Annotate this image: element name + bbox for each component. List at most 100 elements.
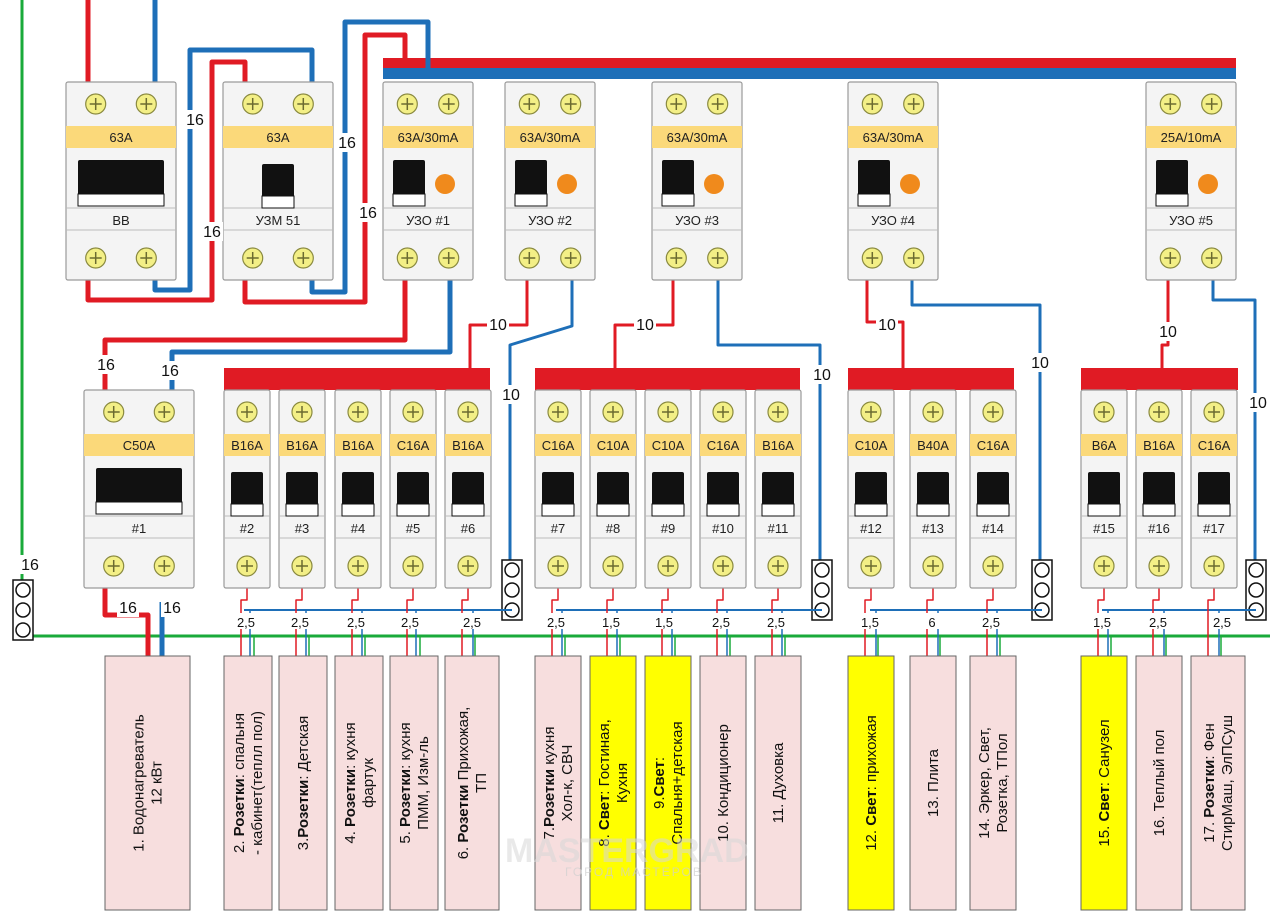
cross-section-label: 6 — [928, 615, 935, 630]
load-label-part: 3. — [295, 838, 312, 851]
load-label-line: - кабинет(теплл пол) — [249, 711, 266, 855]
load-label-part: 4. — [342, 827, 359, 844]
phase-wire-uzm-bus — [242, 32, 408, 305]
neutral-drop — [611, 609, 618, 660]
cross-section-label: 2,5 — [463, 615, 481, 630]
terminal-hole — [1034, 582, 1050, 598]
wire-label-bg — [201, 222, 223, 241]
cross-section-label: 2,5 — [1149, 615, 1167, 630]
wire-label-bg — [487, 315, 509, 334]
terminal-screw — [402, 401, 424, 423]
toggle-base — [541, 503, 575, 517]
cross-section-bg — [460, 613, 484, 629]
wire-label-bg — [500, 385, 522, 404]
terminal-screw — [712, 555, 734, 577]
toggle-base — [451, 503, 485, 517]
load-label-line: 17. Розетки: Фен — [1201, 723, 1218, 842]
terminal-screw — [457, 555, 479, 577]
load-label-line: 15. Свет: Санузел — [1096, 719, 1113, 846]
load-16: 16. Теплый пол — [1135, 655, 1183, 911]
neutral-drop — [244, 609, 251, 660]
breaker-13: B40A #13 — [909, 389, 957, 589]
load-label: 16. Теплый пол — [1151, 730, 1168, 837]
terminal-screw — [347, 555, 369, 577]
rating-label: C10A — [652, 438, 685, 453]
rating-label: C16A — [397, 438, 430, 453]
load-box — [644, 655, 692, 911]
neutral-wire-rcd5 — [1211, 280, 1257, 560]
load-label-part: : Санузел — [1096, 719, 1113, 786]
load-label-bold: Розетки — [455, 785, 472, 843]
load-box — [223, 655, 273, 911]
terminal-screw — [560, 93, 582, 115]
wire-gauge-16: 16 — [97, 357, 115, 374]
rating-band — [66, 126, 176, 148]
rating-label: C16A — [1198, 438, 1231, 453]
terminal-hole — [15, 582, 31, 598]
phase-drop — [551, 588, 559, 660]
rating-band — [84, 434, 194, 456]
neutral-drop — [666, 609, 673, 660]
rating-label: 63A/30mA — [667, 130, 728, 145]
rating-label: B40A — [917, 438, 949, 453]
neutral-wire-rcd2 — [508, 280, 574, 560]
rating-band — [1136, 434, 1182, 456]
device-name: #15 — [1093, 521, 1115, 536]
rating-label: C10A — [597, 438, 630, 453]
rating-label: 63A/30mA — [863, 130, 924, 145]
device-name: УЗО #3 — [675, 213, 719, 228]
terminal-hole — [1248, 562, 1264, 578]
load-14: 14. Эркер, Свет,Розетка, ТПол — [969, 655, 1017, 911]
wire-gauge-16: 16 — [163, 600, 181, 617]
load-label-line: 14. Эркер, Свет, — [976, 727, 993, 839]
breaker-15: B6A#15 — [1080, 389, 1128, 589]
terminal-screw — [861, 93, 883, 115]
terminal-screw — [438, 247, 460, 269]
load-label-line: 6. Розетки Прихожая, — [455, 707, 472, 860]
terminal-hole — [15, 602, 31, 618]
breaker-10: C16A#10 — [699, 389, 747, 589]
load-label-line: 16. Теплый пол — [1151, 730, 1168, 837]
toggle-base — [1197, 503, 1231, 517]
neutral-drop — [1158, 609, 1165, 660]
terminal-screw — [767, 555, 789, 577]
cross-section-bg — [1090, 613, 1114, 629]
load-label-part: 17. — [1201, 818, 1218, 843]
device-name: #8 — [606, 521, 620, 536]
terminal-screw — [291, 555, 313, 577]
wire-gauge-10: 10 — [1031, 355, 1049, 372]
toggle-base — [230, 503, 264, 517]
toggle-base — [77, 193, 165, 207]
phase-drop — [1152, 588, 1160, 660]
load-label-part: : Детская — [295, 716, 312, 780]
neutral-terminal-block-1 — [501, 559, 523, 621]
terminal-hole — [1248, 582, 1264, 598]
phase-drop — [240, 588, 248, 660]
load-label: 7.Розетки кухняХол-к, СВЧ — [541, 727, 576, 840]
breaker-6: B16A#6 — [444, 389, 492, 589]
load-box — [754, 655, 802, 911]
neutral-wire-vv-uzm — [152, 47, 315, 293]
terminal-screw — [236, 401, 258, 423]
phase-comb-bar-4 — [1081, 368, 1238, 390]
phase-drop — [461, 588, 469, 660]
load-label-line: 10. Кондиционер — [715, 724, 732, 842]
cross-section-label: 1,5 — [655, 615, 673, 630]
device-name: #14 — [982, 521, 1004, 536]
load-label-line: 2. Розетки: спальня — [231, 713, 248, 853]
load-label: 14. Эркер, Свет,Розетка, ТПол — [976, 727, 1011, 839]
toggle-base — [916, 503, 950, 517]
terminal-screw — [396, 93, 418, 115]
load-label-part: кухня — [541, 727, 558, 769]
cross-section-label: 1,5 — [861, 615, 879, 630]
load-17: 17. Розетки: ФенСтирМаш, ЭлПСуш — [1190, 655, 1246, 911]
wire-gauge-16: 16 — [186, 112, 204, 129]
device-name: #13 — [922, 521, 944, 536]
terminal-screw — [396, 247, 418, 269]
load-label: 11. Духовка — [770, 742, 787, 823]
terminal-screw — [135, 247, 157, 269]
load-box — [909, 655, 957, 911]
load-label-bold: Свет — [1096, 786, 1113, 821]
neutral-drop — [932, 609, 939, 660]
cross-section-label: 2,5 — [291, 615, 309, 630]
